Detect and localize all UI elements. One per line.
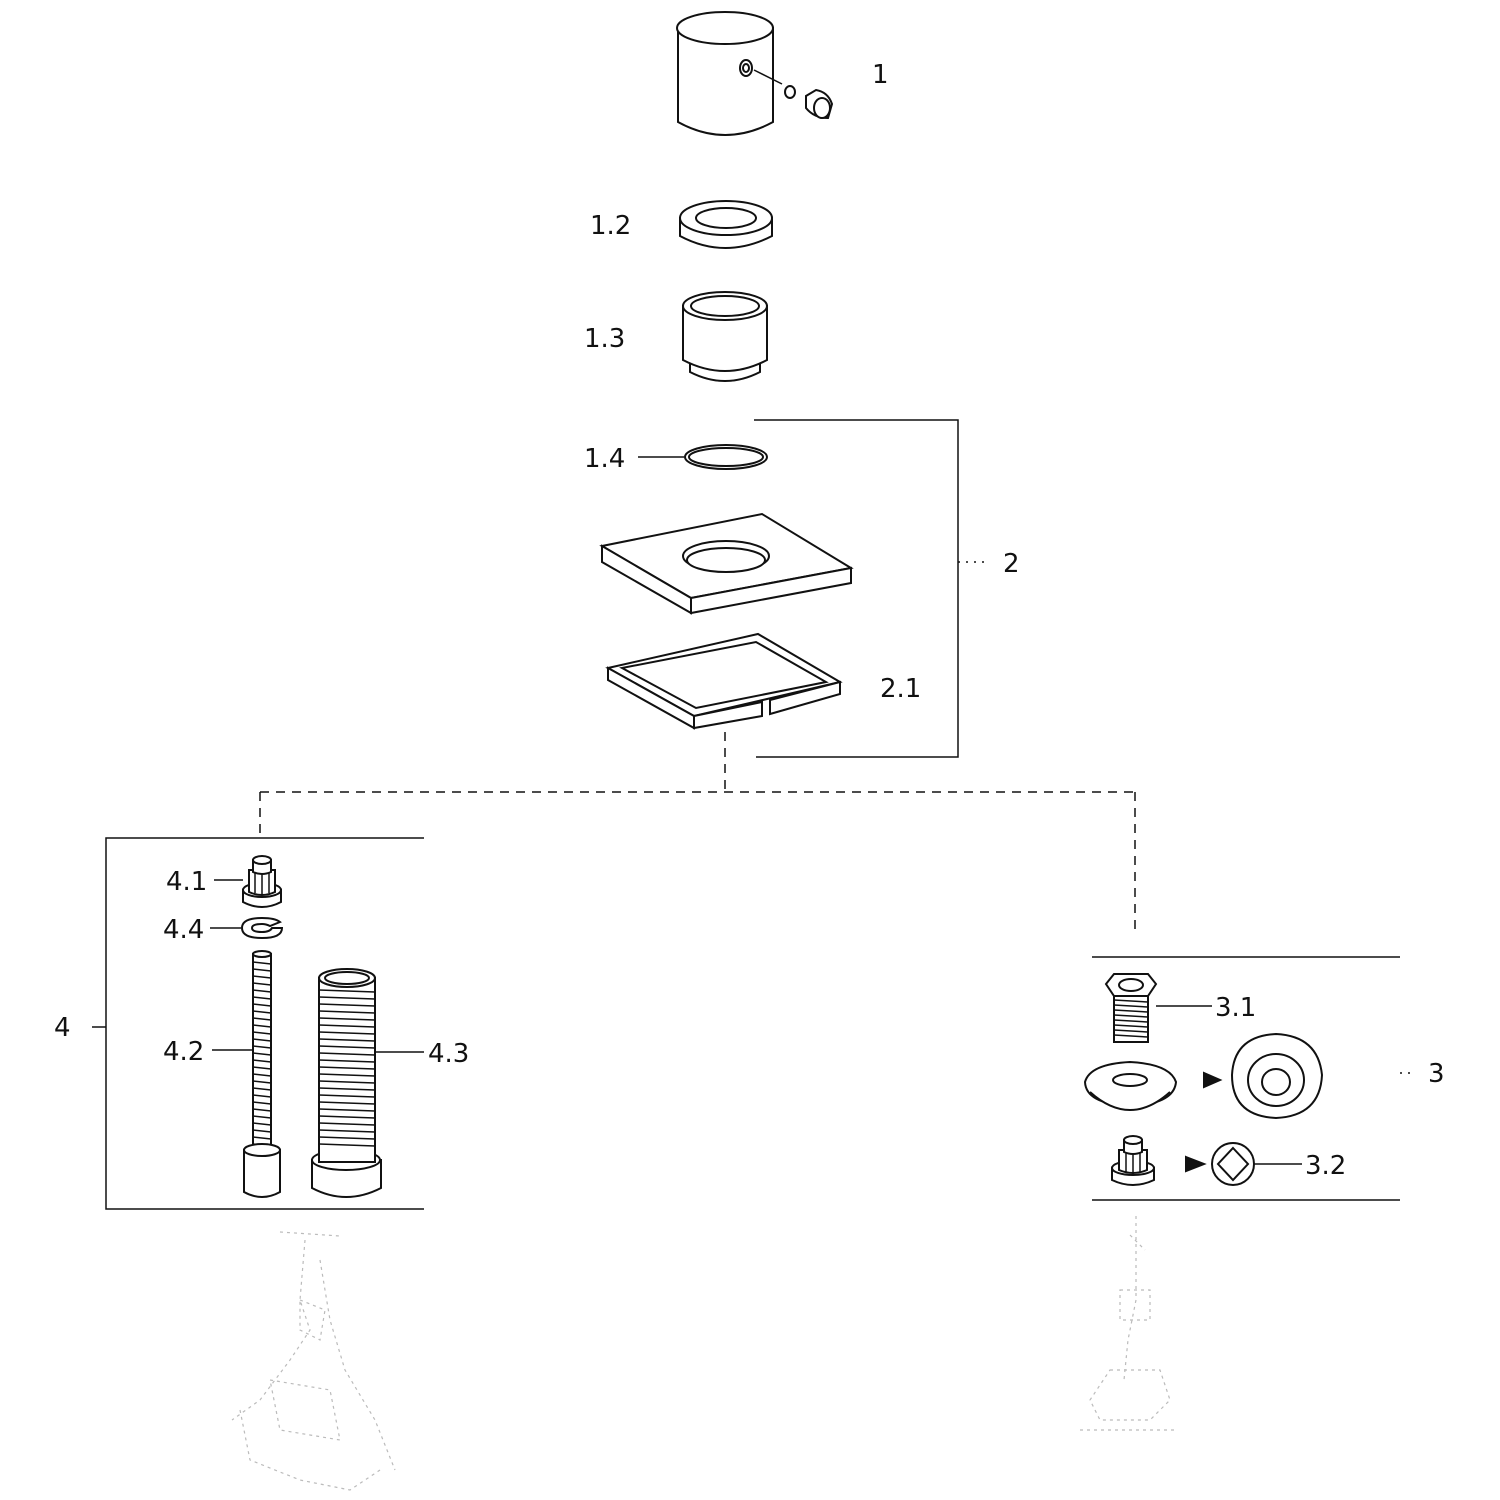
- thread-line: [252, 1066, 272, 1070]
- thread-line: [252, 961, 272, 965]
- part-2-1-gasket-frame: [605, 632, 843, 730]
- thread-line: [318, 1017, 376, 1021]
- thread-line: [1113, 1014, 1149, 1018]
- label-part-3-1: 3.1: [1215, 993, 1256, 1023]
- thread-line: [318, 1024, 376, 1028]
- label-part-3: 3: [1428, 1059, 1445, 1089]
- thread-line: [252, 1031, 272, 1035]
- thread-line: [318, 1031, 376, 1035]
- thread-line: [318, 1045, 376, 1049]
- thread-line: [318, 1129, 376, 1133]
- part-3-2-socket-cap: [1211, 1142, 1255, 1186]
- part-1-4-o-ring: [684, 444, 768, 470]
- thread-line: [252, 1115, 272, 1119]
- thread-line: [318, 1010, 376, 1014]
- thread-line: [318, 1122, 376, 1126]
- thread-line: [318, 1080, 376, 1084]
- label-part-4: 4: [54, 1013, 71, 1043]
- thread-line: [252, 1122, 272, 1126]
- ghost-sketch-right: [1080, 1216, 1175, 1431]
- thread-line: [252, 1038, 272, 1042]
- label-part-2: 2: [1003, 549, 1020, 579]
- group-4-box: [105, 837, 424, 1210]
- part-1-cylinder-body: [676, 11, 834, 136]
- thread-line: [252, 1059, 272, 1063]
- label-part-3-2: 3.2: [1305, 1151, 1346, 1181]
- thread-line: [252, 1087, 272, 1091]
- thread-line: [252, 1080, 272, 1084]
- ghost-sketch-left: [231, 1231, 396, 1491]
- thread-line: [252, 982, 272, 986]
- thread-line: [252, 996, 272, 1000]
- thread-line: [318, 1073, 376, 1077]
- label-part-4-1: 4.1: [166, 867, 207, 897]
- thread-line: [318, 1059, 376, 1063]
- thread-line: [252, 1108, 272, 1112]
- thread-line: [318, 996, 376, 1000]
- thread-line: [318, 1003, 376, 1007]
- connection-tree: [259, 732, 1136, 930]
- thread-line: [318, 1052, 376, 1056]
- thread-line: [1113, 999, 1149, 1003]
- thread-line: [318, 1094, 376, 1098]
- thread-line: [252, 1010, 272, 1014]
- label-part-2-1: 2.1: [880, 674, 921, 704]
- arrow-icon-1: [1203, 1071, 1223, 1089]
- thread-line: [1113, 1004, 1149, 1008]
- label-part-4-2: 4.2: [163, 1037, 204, 1067]
- thread-line: [252, 989, 272, 993]
- label-part-1-4: 1.4: [584, 444, 625, 474]
- thread-line: [318, 1115, 376, 1119]
- thread-line: [252, 1101, 272, 1105]
- part-1-2-ring-washer: [679, 200, 773, 249]
- arrow-icon-2: [1185, 1155, 1207, 1173]
- thread-line: [1113, 1024, 1149, 1028]
- thread-line: [318, 1108, 376, 1112]
- thread-line: [318, 989, 376, 993]
- part-3-round-cap: [1230, 1032, 1324, 1120]
- thread-line: [252, 1017, 272, 1021]
- part-4-1-flanged-nut: [242, 855, 282, 908]
- thread-line: [1113, 1029, 1149, 1033]
- thread-line: [1113, 1034, 1149, 1038]
- label-part-4-3: 4.3: [428, 1039, 469, 1069]
- thread-line: [252, 968, 272, 972]
- thread-line: [252, 1129, 272, 1133]
- thread-line: [252, 1094, 272, 1098]
- label-part-1-2: 1.2: [590, 211, 631, 241]
- thread-line: [252, 975, 272, 979]
- part-3-1-hex-insert: [1104, 973, 1158, 1043]
- thread-line: [318, 1143, 376, 1147]
- part-2-square-plate: [599, 512, 854, 615]
- label-part-1: 1: [872, 60, 889, 90]
- thread-line: [318, 1136, 376, 1140]
- bracket-part-2: [754, 419, 959, 758]
- part-4-3-thick-bolt: [311, 968, 382, 1198]
- thread-line: [252, 1024, 272, 1028]
- thread-line: [318, 1066, 376, 1070]
- part-3-dome-washer: [1083, 1060, 1178, 1112]
- thread-line: [1113, 1019, 1149, 1023]
- thread-line: [318, 1101, 376, 1105]
- thread-line: [252, 1052, 272, 1056]
- thread-line: [252, 1003, 272, 1007]
- part-4-4-lock-washer: [240, 916, 284, 940]
- thread-line: [318, 1038, 376, 1042]
- part-1-3-sleeve: [682, 291, 768, 382]
- thread-line: [252, 1136, 272, 1140]
- thread-line: [1113, 1009, 1149, 1013]
- label-part-1-3: 1.3: [584, 324, 625, 354]
- label-part-4-4: 4.4: [163, 915, 204, 945]
- part-4-2-long-bolt: [243, 950, 281, 1198]
- group-3-box: [1092, 956, 1400, 1201]
- part-3-flanged-nut: [1111, 1135, 1155, 1186]
- thread-line: [318, 1087, 376, 1091]
- thread-line: [252, 1073, 272, 1077]
- thread-line: [252, 1045, 272, 1049]
